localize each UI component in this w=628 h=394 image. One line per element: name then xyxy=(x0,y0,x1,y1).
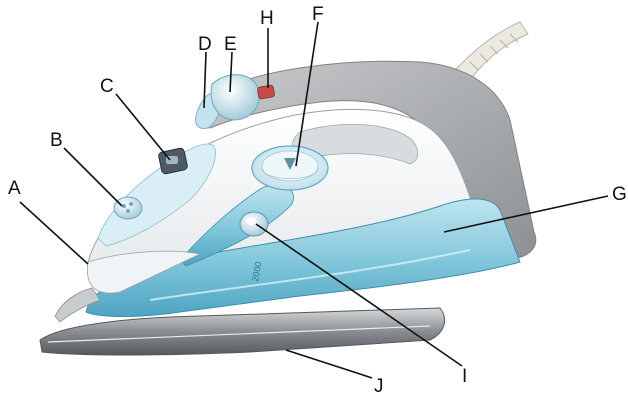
label-d: D xyxy=(198,34,212,55)
label-i: I xyxy=(462,366,467,387)
label-g: G xyxy=(612,184,627,205)
temperature-dial[interactable] xyxy=(252,146,328,190)
leader-c xyxy=(116,94,170,160)
label-j: J xyxy=(374,376,384,394)
label-a: A xyxy=(8,178,21,199)
label-f: F xyxy=(312,4,324,25)
label-c: C xyxy=(100,76,114,97)
leader-j xyxy=(286,350,372,378)
label-b: B xyxy=(50,130,63,151)
thermostat-light xyxy=(257,85,275,100)
label-e: E xyxy=(224,34,237,55)
self-clean-button[interactable] xyxy=(240,212,268,236)
spray-nozzle-button[interactable] xyxy=(114,197,142,219)
leader-a xyxy=(20,202,88,264)
shot-of-steam-button[interactable] xyxy=(211,75,259,120)
power-cord xyxy=(455,22,528,80)
leader-b xyxy=(64,148,122,206)
label-h: H xyxy=(260,8,274,29)
